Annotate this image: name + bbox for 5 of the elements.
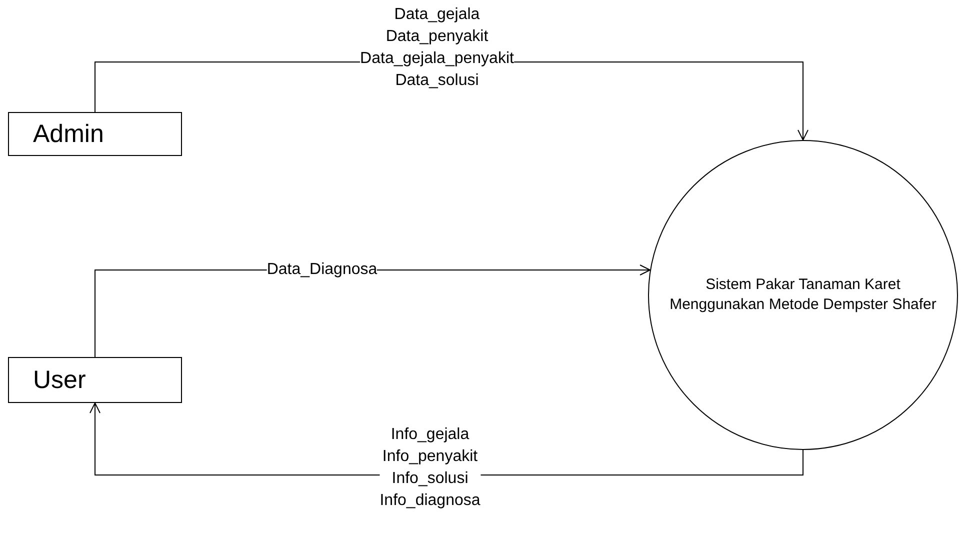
entity-box	[8, 112, 182, 156]
entity-label: Admin	[32, 122, 105, 146]
process-label: Sistem Pakar Tanaman Karet Menggunakan Metode Dempster Shafer	[668, 275, 938, 315]
entity-label: User	[32, 368, 87, 392]
entity-box	[8, 357, 182, 403]
